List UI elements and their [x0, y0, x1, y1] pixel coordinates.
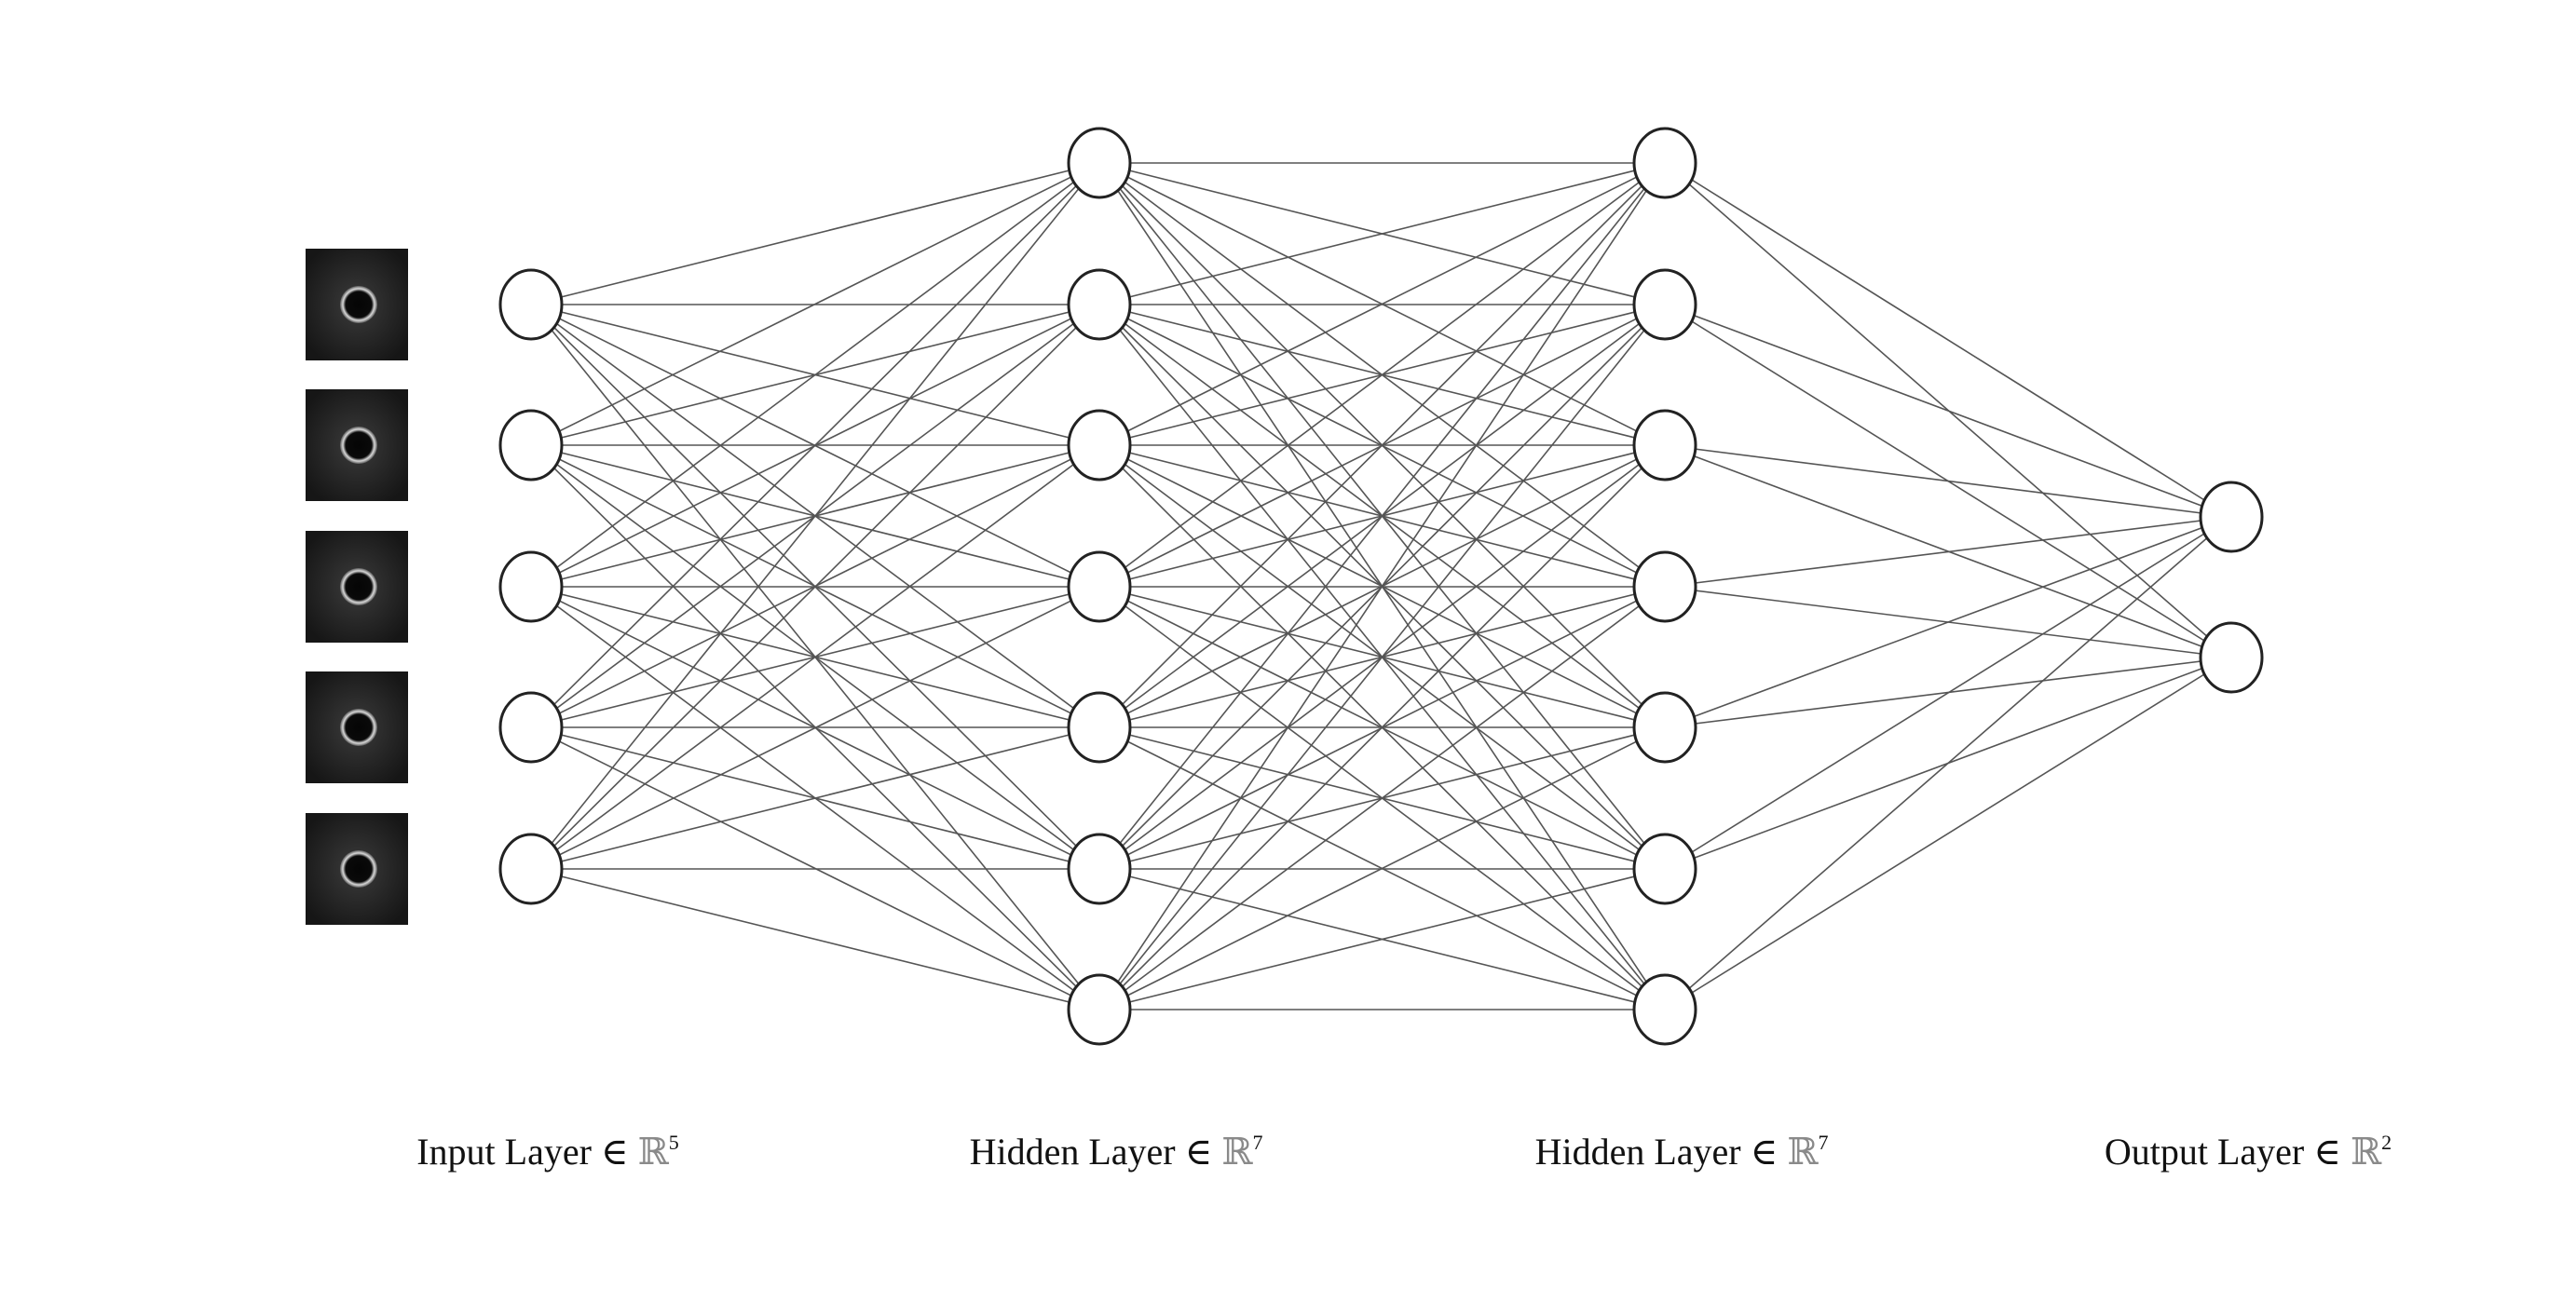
edge-hidden-1-7-to-hidden-2-3	[1098, 444, 1666, 1010]
layer-label-output: Output Layer ∈ ℝ2	[2105, 1131, 2392, 1173]
edge-hidden-2-4-to-output-1	[1664, 516, 2232, 588]
layer-dimension: 7	[1818, 1131, 1828, 1154]
edge-hidden-1-2-to-hidden-2-1	[1098, 162, 1666, 305]
edge-input-5-to-hidden-1-2	[530, 304, 1100, 870]
neuron-hidden-2-2	[1632, 268, 1697, 341]
edge-hidden-1-7-to-hidden-2-5	[1098, 726, 1666, 1010]
input-image-5	[306, 813, 408, 925]
neuron-hidden-2-6	[1632, 833, 1697, 905]
neuron-hidden-1-5	[1067, 691, 1132, 764]
edge-input-2-to-hidden-1-1	[530, 162, 1100, 446]
edge-hidden-1-7-to-hidden-2-2	[1098, 304, 1666, 1010]
layer-dimension: 2	[2381, 1131, 2392, 1154]
ring-image-icon	[340, 568, 377, 605]
neuron-hidden-2-4	[1632, 550, 1697, 623]
layer-label-hidden-1: Hidden Layer ∈ ℝ7	[970, 1131, 1263, 1173]
layer-label-text: Hidden Layer ∈	[1535, 1131, 1788, 1173]
neuron-hidden-1-1	[1067, 127, 1132, 199]
neuron-output-2	[2199, 621, 2264, 694]
neuron-hidden-2-5	[1632, 691, 1697, 764]
edge-hidden-2-6-to-output-1	[1664, 516, 2232, 870]
edge-hidden-1-5-to-hidden-2-1	[1098, 162, 1666, 728]
neuron-hidden-1-4	[1067, 550, 1132, 623]
input-image-3	[306, 531, 408, 643]
edge-input-5-to-hidden-1-1	[530, 162, 1100, 870]
layer-label-input: Input Layer ∈ ℝ5	[416, 1131, 679, 1173]
layer-dimension: 7	[1252, 1131, 1262, 1154]
connections	[530, 162, 2232, 1010]
edge-hidden-2-2-to-output-1	[1664, 304, 2232, 518]
layer-label-text: Input Layer ∈	[416, 1131, 637, 1173]
ring-image-icon	[340, 850, 377, 888]
edge-input-5-to-hidden-1-7	[530, 868, 1100, 1010]
neuron-input-1	[498, 268, 564, 341]
edge-hidden-2-5-to-output-1	[1664, 516, 2232, 728]
neuron-hidden-1-6	[1067, 833, 1132, 905]
edge-hidden-2-3-to-output-1	[1664, 444, 2232, 518]
neuron-hidden-1-7	[1067, 973, 1132, 1046]
edge-input-5-to-hidden-1-3	[530, 444, 1100, 870]
input-image-4	[306, 671, 408, 783]
neurons	[498, 127, 2264, 1046]
input-images	[306, 249, 408, 925]
neuron-input-5	[498, 833, 564, 905]
edge-hidden-1-7-to-hidden-2-1	[1098, 162, 1666, 1010]
edge-hidden-1-7-to-hidden-2-4	[1098, 586, 1666, 1010]
real-set-symbol: ℝ	[1221, 1131, 1253, 1173]
ring-image-icon	[340, 709, 377, 746]
input-image-2	[306, 389, 408, 501]
edge-hidden-1-3-to-hidden-2-1	[1098, 162, 1666, 446]
input-image-1	[306, 249, 408, 360]
neuron-hidden-1-2	[1067, 268, 1132, 341]
edge-input-5-to-hidden-1-4	[530, 586, 1100, 870]
neuron-hidden-2-3	[1632, 409, 1697, 481]
edge-hidden-1-7-to-hidden-2-6	[1098, 868, 1666, 1010]
edge-input-4-to-hidden-1-1	[530, 162, 1100, 728]
edge-hidden-2-1-to-output-1	[1664, 162, 2232, 518]
neuron-hidden-2-1	[1632, 127, 1697, 199]
edge-input-5-to-hidden-1-5	[530, 726, 1100, 870]
neuron-hidden-2-7	[1632, 973, 1697, 1046]
neuron-input-4	[498, 691, 564, 764]
edge-input-1-to-hidden-1-1	[530, 162, 1100, 305]
edge-hidden-2-7-to-output-1	[1664, 516, 2232, 1010]
neuron-input-3	[498, 550, 564, 623]
neuron-hidden-1-3	[1067, 409, 1132, 481]
layer-label-hidden-2: Hidden Layer ∈ ℝ7	[1535, 1131, 1829, 1173]
real-set-symbol: ℝ	[2351, 1131, 2382, 1173]
neuron-output-1	[2199, 481, 2264, 553]
layer-dimension: 5	[669, 1131, 679, 1154]
edge-hidden-1-6-to-hidden-2-1	[1098, 162, 1666, 870]
real-set-symbol: ℝ	[1787, 1131, 1819, 1173]
neuron-input-2	[498, 409, 564, 481]
ring-image-icon	[340, 427, 377, 464]
layer-label-text: Output Layer ∈	[2105, 1131, 2351, 1173]
edge-hidden-2-7-to-output-2	[1664, 657, 2232, 1010]
edge-input-3-to-hidden-1-1	[530, 162, 1100, 588]
real-set-symbol: ℝ	[638, 1131, 670, 1173]
ring-image-icon	[340, 286, 377, 323]
layer-label-text: Hidden Layer ∈	[970, 1131, 1222, 1173]
edge-hidden-1-4-to-hidden-2-1	[1098, 162, 1666, 588]
